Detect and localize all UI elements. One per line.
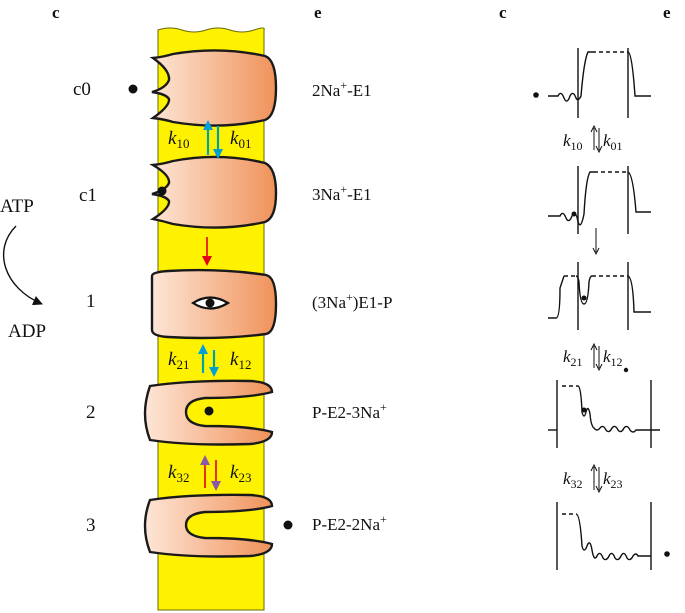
- rate-k23: k23: [230, 462, 251, 485]
- right-rate-arrows: [590, 124, 603, 494]
- sodium-ion: [283, 520, 293, 530]
- rate-k10-right: k10: [563, 131, 583, 153]
- species-1: (3Na+)E1-P: [312, 290, 392, 312]
- energy-profile-2: [548, 380, 660, 448]
- protein-state-2: [143, 379, 274, 446]
- transition-2-3: [200, 455, 221, 491]
- state-label-1: 1: [86, 291, 96, 312]
- state-label-2: 2: [86, 402, 96, 423]
- header-e-left: e: [314, 3, 322, 22]
- protein-state-c0: [128, 49, 278, 127]
- protein-state-3: [143, 493, 293, 558]
- sodium-ion: [205, 298, 215, 308]
- energy-profile-1: [548, 262, 651, 330]
- rate-k01: k01: [230, 128, 251, 151]
- atp-label: ATP: [0, 196, 34, 217]
- rate-k01-right: k01: [603, 131, 623, 153]
- rate-k21-right: k21: [563, 347, 583, 369]
- energy-profile-3: [556, 502, 670, 570]
- transition-1-2: [198, 344, 219, 377]
- transition-c0-c1: [203, 120, 223, 159]
- adp-label: ADP: [8, 321, 46, 342]
- state-label-3: 3: [86, 515, 96, 536]
- header-e-right: e: [663, 3, 671, 22]
- energy-profile-c0: [533, 48, 651, 118]
- species-c0: 2Na+-E1: [312, 78, 372, 100]
- rate-k32: k32: [168, 462, 189, 485]
- species-3: P-E2-2Na+: [312, 512, 387, 534]
- rate-k12: k12: [230, 349, 251, 372]
- energy-profile-c1: [548, 166, 651, 234]
- rate-k23-right: k23: [603, 469, 623, 491]
- sodium-ion-small: [623, 367, 629, 373]
- header-c-right: c: [499, 3, 507, 22]
- species-c1: 3Na+-E1: [312, 182, 372, 204]
- state-label-c1: c1: [79, 185, 97, 206]
- sodium-ion: [128, 84, 138, 94]
- state-label-c0: c0: [73, 79, 91, 100]
- rate-k10: k10: [168, 128, 189, 151]
- atp-hydrolysis-arrow: [2, 225, 43, 306]
- header-c-left: c: [52, 3, 60, 22]
- rate-k21: k21: [168, 349, 189, 372]
- rate-k32-right: k32: [563, 469, 583, 491]
- species-2: P-E2-3Na+: [312, 400, 387, 422]
- sodium-ion: [157, 186, 167, 196]
- protein-state-c1: [149, 155, 278, 229]
- sodium-ion: [204, 406, 214, 416]
- energy-profiles: [533, 48, 670, 570]
- rate-k12-right: k12: [603, 347, 623, 369]
- transition-c1-1: [202, 237, 212, 266]
- protein-state-1: [150, 268, 278, 340]
